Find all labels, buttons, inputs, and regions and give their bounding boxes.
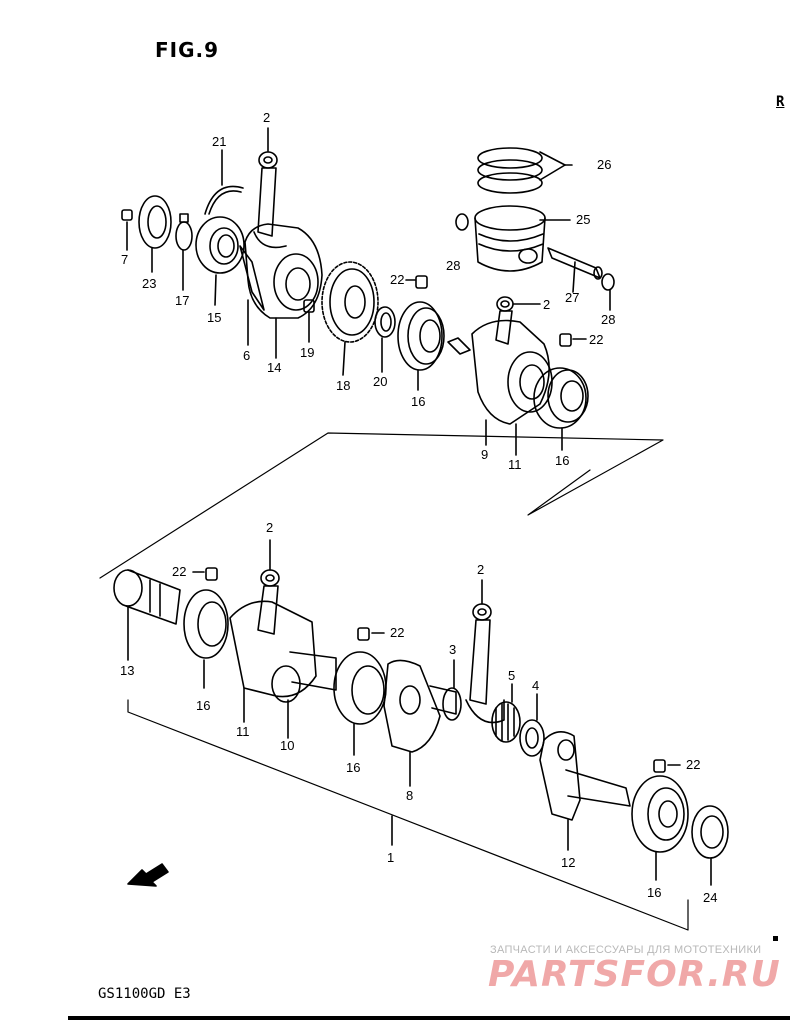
washer-20 (374, 306, 396, 373)
main-bearing-16c (183, 589, 229, 689)
callout-22-lower-left: 22 (172, 564, 186, 579)
corner-dot (773, 936, 778, 941)
connecting-rod-lower-right (465, 579, 505, 724)
callout-21: 21 (212, 134, 226, 149)
callout-16-lower-2: 16 (346, 760, 360, 775)
callout-14: 14 (267, 360, 281, 375)
callout-15: 15 (207, 310, 221, 325)
callout-labels: 2 21 7 23 17 15 6 14 19 18 20 22 16 26 2… (120, 110, 717, 905)
dowel-pin-19 (303, 299, 315, 343)
washer-4 (519, 693, 545, 757)
primary-drive-gear (321, 261, 379, 376)
callout-20: 20 (373, 374, 387, 389)
callout-8: 8 (406, 788, 413, 803)
connecting-rod-lower-left (257, 539, 280, 635)
piston (474, 205, 571, 272)
callout-22-upper: 22 (390, 272, 404, 287)
callout-27: 27 (565, 290, 579, 305)
oil-seal-24 (691, 805, 729, 886)
callout-2-top: 2 (263, 110, 270, 125)
callout-25: 25 (576, 212, 590, 227)
callout-23: 23 (142, 276, 156, 291)
callout-22-lower-right: 22 (686, 757, 700, 772)
crank-web-upper-left (239, 223, 323, 359)
callout-22-lower-mid: 22 (390, 625, 404, 640)
dowel-pin-22c (205, 567, 218, 581)
watermark-brand-logo: PARTSFOR.RU (488, 954, 781, 995)
needle-bearing-5 (491, 683, 521, 743)
upper-group-outline (99, 432, 664, 579)
callout-18: 18 (336, 378, 350, 393)
piston-pin (547, 247, 603, 293)
model-code: GS1100GD E3 (98, 986, 191, 1002)
crankshaft-assembly-bracket (127, 699, 689, 931)
dowel-pin-22b (559, 333, 572, 347)
piston-pin-clip-right (601, 273, 615, 291)
bearing-shell-21 (204, 149, 244, 215)
main-bearing-16a (397, 301, 445, 391)
callout-16-lower-3: 16 (647, 885, 661, 900)
oil-seal-23 (138, 195, 172, 273)
callout-5: 5 (508, 668, 515, 683)
dowel-pin-22a (415, 275, 428, 289)
callout-9: 9 (481, 447, 488, 462)
piston-rings (477, 147, 573, 194)
corner-mark: R (776, 94, 785, 110)
connecting-rod-upper-right (495, 296, 541, 345)
dowel-pin-22d (357, 627, 370, 641)
callout-11-upper: 11 (508, 457, 522, 472)
callout-2-lower-right: 2 (477, 562, 484, 577)
callout-16-lower-1: 16 (196, 698, 210, 713)
callout-11-lower: 11 (236, 724, 250, 739)
callout-22-upper-right: 22 (589, 332, 603, 347)
connecting-rod-top (253, 127, 287, 249)
main-bearing-16e (631, 775, 689, 881)
thrust-washer-3 (442, 687, 462, 721)
callout-2-lower-left: 2 (266, 520, 273, 535)
callout-10: 10 (280, 738, 294, 753)
callout-6: 6 (243, 348, 250, 363)
piston-pin-clip-left (455, 213, 469, 231)
figure-title: FIG.9 (155, 38, 220, 62)
dowel-pin-7 (121, 209, 133, 251)
callout-17: 17 (175, 293, 189, 308)
callout-28-right: 28 (601, 312, 615, 327)
callout-2-upper-right: 2 (543, 297, 550, 312)
callout-16-upper-left: 16 (411, 394, 425, 409)
callout-7: 7 (121, 252, 128, 267)
callout-28-left: 28 (446, 258, 460, 273)
fwd-arrow (127, 863, 169, 887)
watermark-subtitle: ЗАПЧАСТИ И АКСЕССУАРЫ ДЛЯ МОТОТЕХНИКИ (490, 944, 762, 956)
crankshaft-end-13 (113, 569, 181, 661)
crank-web-12 (539, 731, 631, 851)
bearing-15 (195, 216, 245, 306)
bottom-rule (68, 1016, 790, 1020)
callout-16-upper-right: 16 (555, 453, 569, 468)
main-bearing-16d (333, 651, 387, 756)
main-bearing-16b (533, 367, 589, 451)
dowel-pin-22e (653, 759, 666, 773)
callout-3: 3 (449, 642, 456, 657)
callout-13: 13 (120, 663, 134, 678)
callout-24: 24 (703, 890, 717, 905)
circlip-17 (175, 213, 193, 291)
crank-web-8 (383, 659, 457, 787)
callout-1: 1 (387, 850, 394, 865)
crank-web-lower-left (229, 600, 337, 739)
callout-19: 19 (300, 345, 314, 360)
callout-4: 4 (532, 678, 539, 693)
callout-26: 26 (597, 157, 611, 172)
callout-12: 12 (561, 855, 575, 870)
